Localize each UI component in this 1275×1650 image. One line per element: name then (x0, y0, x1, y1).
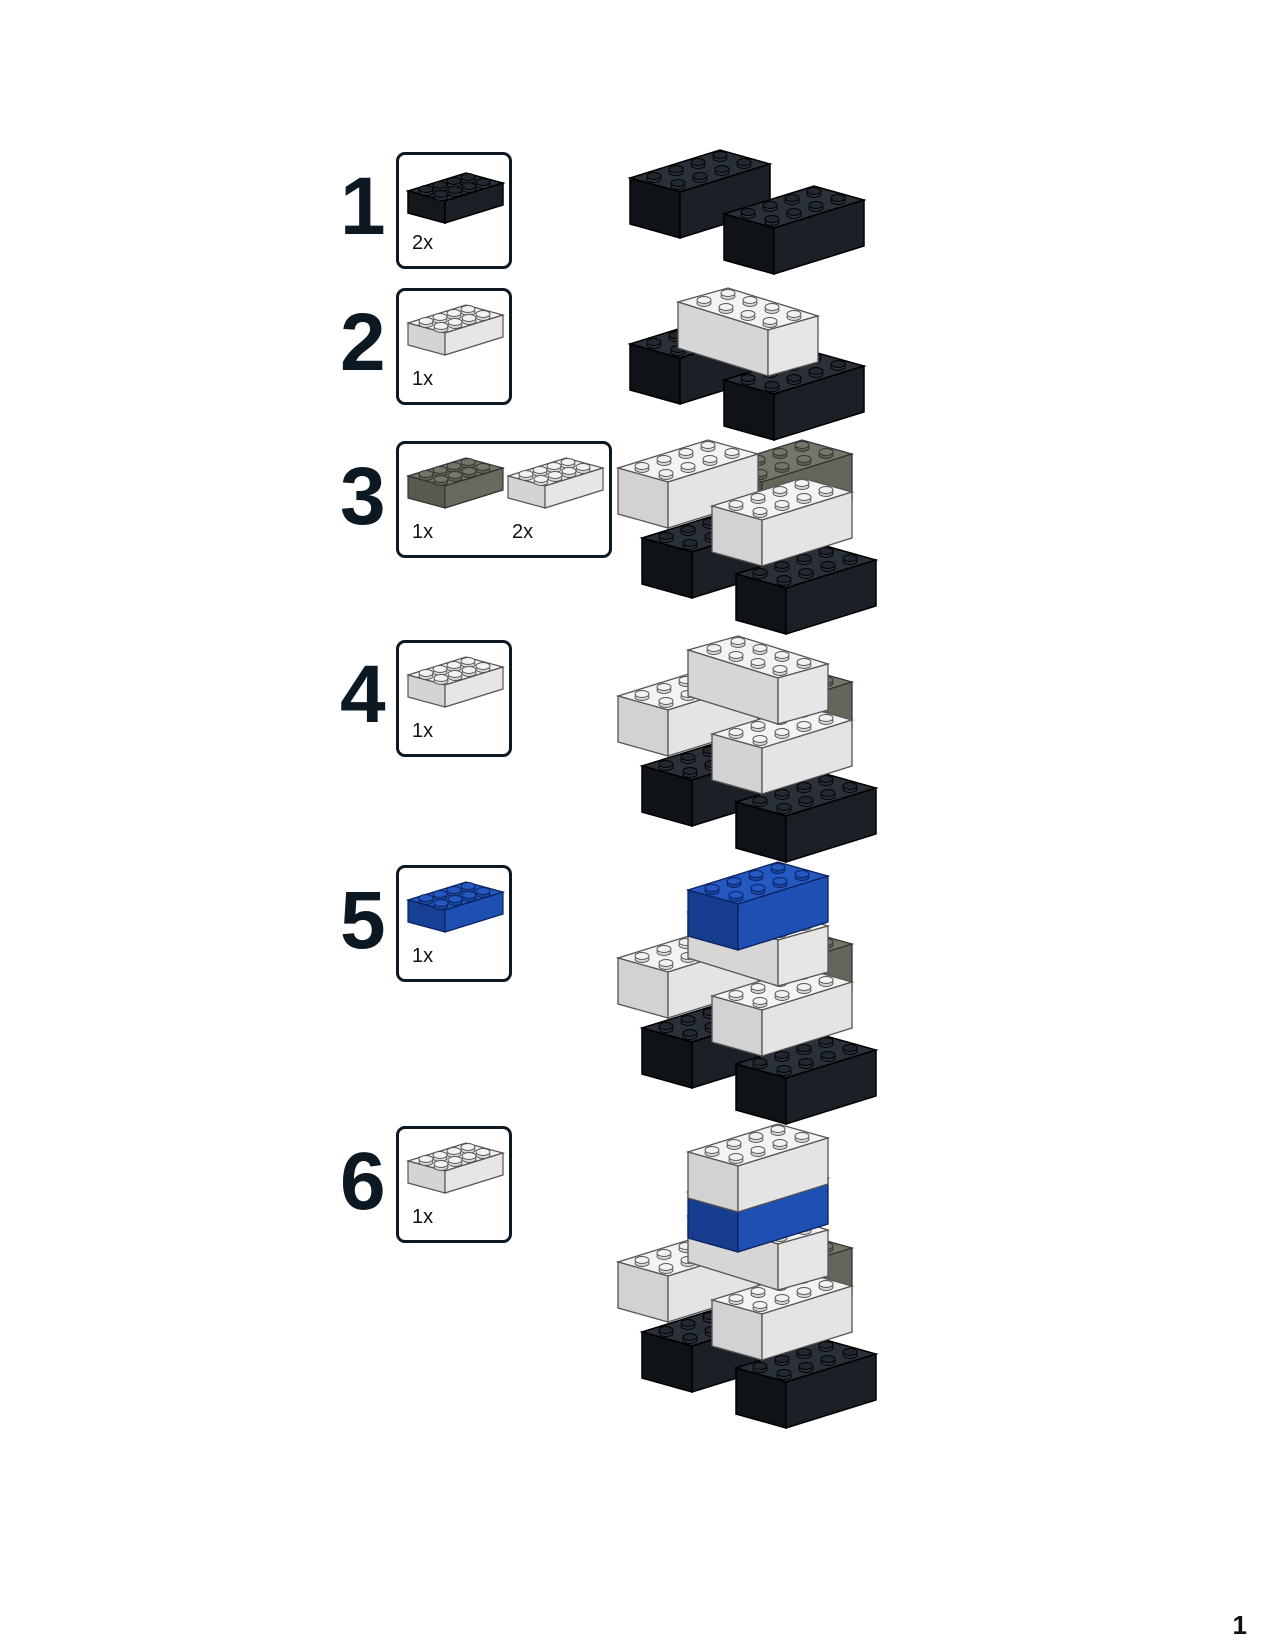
part-qty: 1x (412, 368, 434, 390)
part-qty: 1x (412, 720, 434, 742)
step-3-assembly-image (618, 438, 878, 633)
step-4-assembly-image (618, 636, 878, 861)
parts-callout-step-6: 1x (396, 1126, 512, 1243)
step-number-3: 3 (340, 451, 386, 542)
part-qty: 2x (412, 232, 434, 254)
dark-gray-brick-icon (408, 458, 508, 514)
part-qty: 1x (412, 521, 434, 543)
part-qty: 2x (512, 521, 534, 543)
parts-callout-step-3: 1x 2x (396, 441, 612, 558)
step-2-assembly-image (630, 288, 870, 438)
parts-callout-step-2: 1x (396, 288, 512, 405)
page-number: 1 (1232, 1610, 1247, 1640)
parts-callout-step-4: 1x (396, 640, 512, 757)
black-brick-icon (408, 173, 508, 229)
step-number-6: 6 (340, 1136, 386, 1227)
step-number-5: 5 (340, 875, 386, 966)
parts-callout-step-1: 2x (396, 152, 512, 269)
parts-callout-step-5: 1x (396, 865, 512, 982)
white-brick-icon (408, 657, 508, 713)
white-brick-icon (408, 1143, 508, 1199)
white-brick-icon (508, 458, 608, 514)
step-1-assembly-image (630, 150, 870, 285)
step-6-assembly-image (618, 1124, 878, 1424)
step-5-assembly-image (618, 862, 878, 1122)
part-qty: 1x (412, 1206, 434, 1228)
step-number-2: 2 (340, 297, 386, 388)
step-number-1: 1 (340, 161, 386, 252)
white-brick-icon (408, 305, 508, 361)
part-qty: 1x (412, 945, 434, 967)
step-number-4: 4 (340, 649, 386, 740)
blue-brick-icon (408, 882, 508, 938)
